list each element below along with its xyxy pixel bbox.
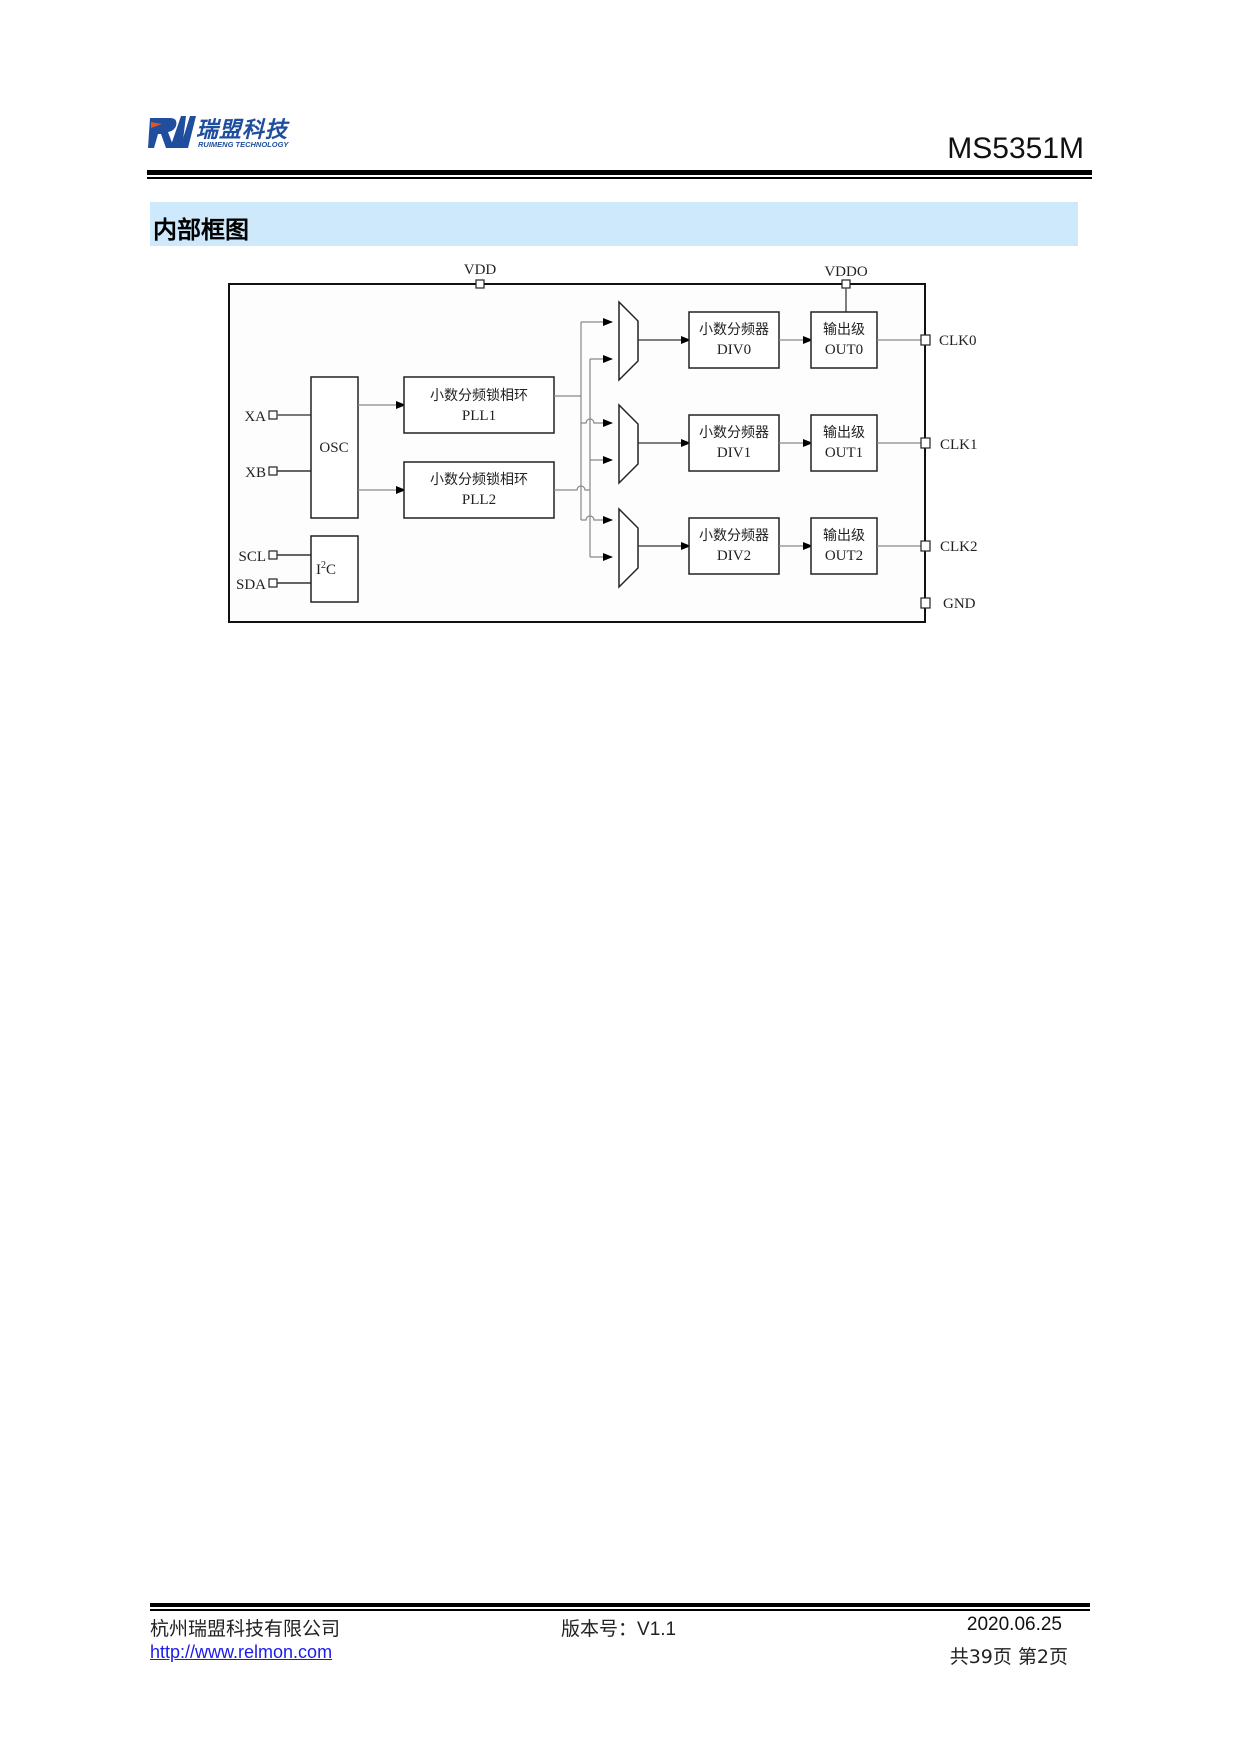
pin-gnd <box>920 597 931 609</box>
osc-label: OSC <box>319 440 348 456</box>
out0-block <box>810 311 878 369</box>
pll1-block <box>403 376 555 434</box>
section-heading-band: 内部框图 <box>150 202 1078 246</box>
footer-version: 版本号：V1.1 <box>561 1614 676 1641</box>
pin-label-clk2: CLK2 <box>940 539 978 555</box>
pin-label-sda: SDA <box>236 577 266 593</box>
pin-sda <box>268 578 278 588</box>
footer-page-count: 共39页 第2页 <box>949 1646 1068 1668</box>
pll1-cn-label: 小数分频锁相环 <box>430 388 528 404</box>
out0-en-label: OUT0 <box>825 342 863 358</box>
out1-cn-label: 输出级 <box>823 425 865 441</box>
mux1 <box>618 403 639 485</box>
pin-vdd <box>475 279 485 289</box>
pll-distribution-bus <box>554 318 613 561</box>
footer-date: 2020.06.25 <box>966 1614 1062 1635</box>
div2-cn-label: 小数分频器 <box>699 528 769 544</box>
pin-label-clk1: CLK1 <box>940 437 978 453</box>
header-rule-thin <box>147 177 1092 179</box>
out1-block <box>810 414 878 472</box>
logo-chinese-text: 瑞盟科技 <box>196 118 289 143</box>
pin-label-xb: XB <box>245 465 266 481</box>
div2-block <box>688 517 780 575</box>
osc-block <box>310 376 359 519</box>
div0-cn-label: 小数分频器 <box>699 322 769 338</box>
section-title: 内部框图 <box>153 216 249 244</box>
pll2-block <box>403 461 555 519</box>
i2c-label: I2C <box>316 560 336 578</box>
mux0 <box>618 300 639 382</box>
footer-website-link[interactable]: http://www.relmon.com <box>150 1642 333 1662</box>
internal-block-diagram: VDD VDDO XA XB SCL SDA OSC I2C 小数分频锁相环 P… <box>228 262 978 623</box>
pll2-en-label: PLL2 <box>462 492 496 508</box>
pin-xa <box>268 410 278 420</box>
pin-clk0 <box>920 334 931 346</box>
out2-en-label: OUT2 <box>825 548 863 564</box>
pin-xb <box>268 466 278 476</box>
footer-version-label: 版本号： <box>561 1618 638 1640</box>
div1-block <box>688 414 780 472</box>
div2-en-label: DIV2 <box>717 548 751 564</box>
out0-cn-label: 输出级 <box>823 322 865 338</box>
pin-label-vdd: VDD <box>464 262 497 278</box>
footer-version-value: V1.1 <box>637 1619 677 1640</box>
pin-label-vddo: VDDO <box>824 264 867 280</box>
ruimeng-logo-mark-icon <box>148 116 196 148</box>
div0-block <box>688 311 780 369</box>
pin-label-clk0: CLK0 <box>939 333 977 349</box>
pin-label-scl: SCL <box>238 549 266 565</box>
mux2 <box>618 507 639 589</box>
document-title: MS5351M <box>947 132 1084 165</box>
pin-label-gnd: GND <box>943 596 976 612</box>
pll2-cn-label: 小数分频锁相环 <box>430 472 528 488</box>
pin-clk1 <box>920 437 931 449</box>
out1-en-label: OUT1 <box>825 445 863 461</box>
div1-cn-label: 小数分频器 <box>699 425 769 441</box>
div0-en-label: DIV0 <box>717 342 751 358</box>
i2c-block <box>310 535 359 603</box>
out2-block <box>810 517 878 575</box>
pin-scl <box>268 550 278 560</box>
pin-vddo <box>841 279 851 289</box>
company-logo: 瑞盟科技 RUIMENG TECHNOLOGY <box>148 110 308 154</box>
pll1-en-label: PLL1 <box>462 408 496 424</box>
footer-rule-thick <box>150 1603 1090 1607</box>
pin-clk2 <box>920 540 931 552</box>
logo-english-text: RUIMENG TECHNOLOGY <box>198 140 289 149</box>
pin-label-xa: XA <box>244 409 266 425</box>
header-rule-thick <box>147 170 1092 175</box>
out2-cn-label: 输出级 <box>823 528 865 544</box>
footer-rule-thin <box>150 1609 1090 1611</box>
div1-en-label: DIV1 <box>717 445 751 461</box>
footer-company-name: 杭州瑞盟科技有限公司 <box>150 1618 341 1640</box>
